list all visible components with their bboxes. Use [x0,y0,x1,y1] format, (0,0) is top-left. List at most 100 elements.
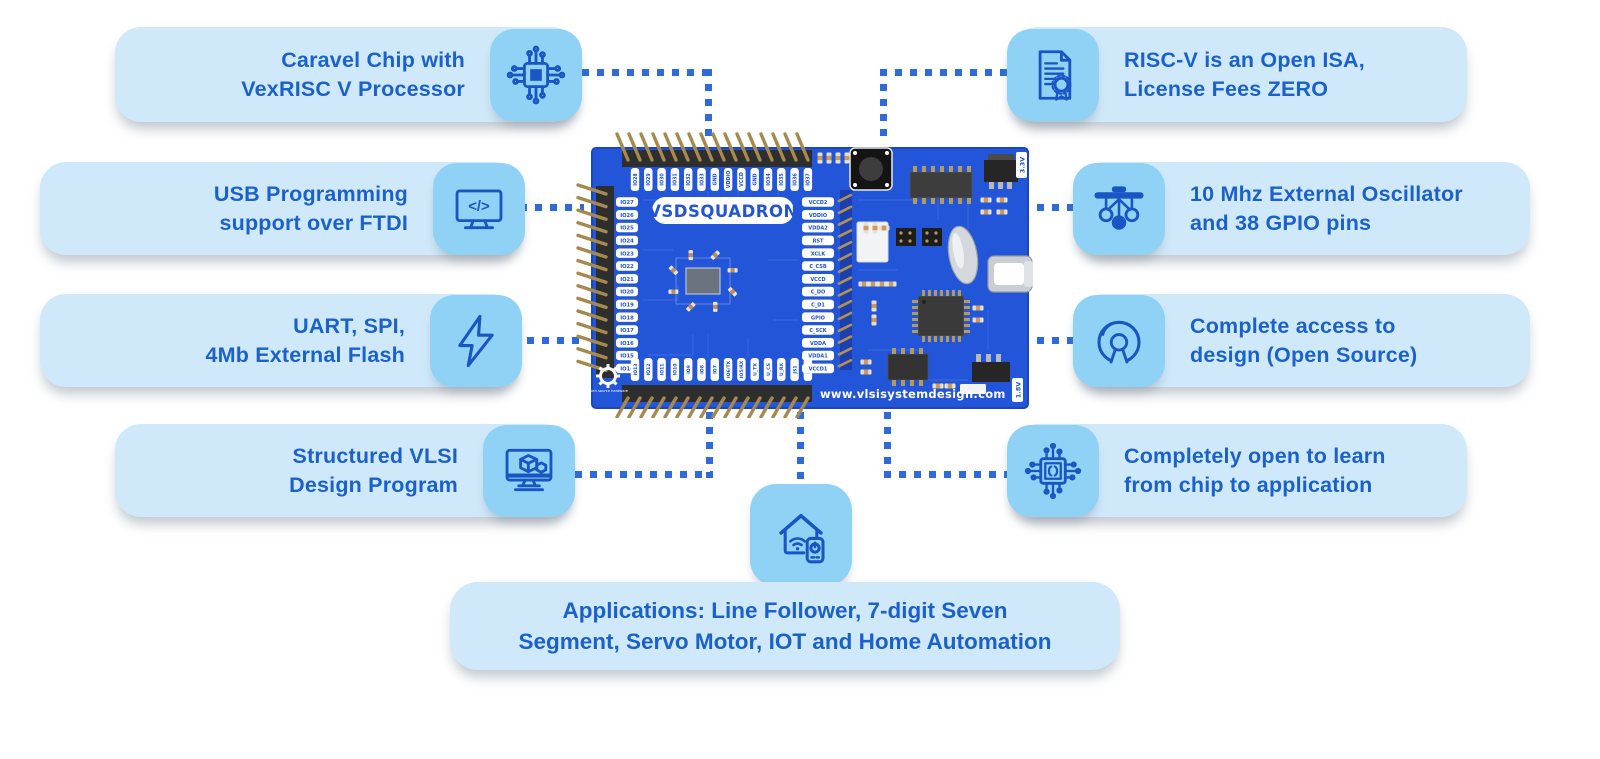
pin-pad [802,286,834,297]
micro-usb-connector [987,255,1033,293]
pin-pad [657,168,666,191]
pin-pad [777,358,786,381]
feature-text: USB Programming support over FTDI [40,180,520,237]
dotted-connector [797,412,804,484]
code-monitor-icon: </> [433,162,525,255]
pin-pad [737,358,746,381]
home-automation-icon-svg [779,513,825,564]
pin-label: IO20 [620,290,634,296]
feature-text: Caravel Chip with VexRISC V Processor [115,46,577,103]
vlsi-monitor-icon-svg [505,448,553,491]
pin-pad [790,168,799,191]
pin-pad [616,325,638,335]
pin-label: IO13 [633,363,639,375]
pin-pad [616,222,638,233]
pin-pad [802,248,834,258]
pin-pad [750,168,759,191]
chip-silkscreen [675,257,731,305]
board-website-url: www.vlsisystemdesign.com [820,387,1006,401]
pin-label: VCCD [739,172,745,187]
feature-line: UART, SPI, [293,313,405,338]
pin-label: IO10 [673,363,679,375]
pin-pad [616,261,638,271]
pin-pad [616,350,638,361]
pin-pad [802,299,834,310]
dotted-connector [1022,204,1080,211]
pin-label: IO16 [620,341,634,347]
regulator-1v8 [960,354,1010,394]
center-capacitors [668,250,738,312]
dotted-connector [582,69,712,76]
feature-bubble-caravel: Caravel Chip with VexRISC V Processor [115,27,582,122]
pin-label: C_CSB [809,264,827,270]
pin-label: IO19 [620,303,634,309]
feature-line: RISC-V is an Open ISA, [1124,47,1365,72]
pin-pad [616,235,638,246]
pin-pad [697,168,706,191]
pin-pad [723,358,733,381]
feature-line: 4Mb External Flash [205,342,405,367]
pin-label: VDDA2 [808,226,828,232]
pin-label: VCCD2 [809,200,828,206]
pin-label: IO22 [620,264,634,270]
oscillator-icon [1073,162,1165,255]
pin-label: IO21 [620,277,634,283]
pin-label: IO27 [620,200,634,206]
open-source-icon-svg [1097,320,1141,366]
pin-pad [644,358,653,381]
feature-line: support over FTDI [219,210,408,235]
pin-pad [710,168,719,191]
pin-pad [802,274,834,284]
oscillator-icon-svg [1094,185,1144,230]
feature-line: License Fees ZERO [1124,76,1329,101]
pin-pad [616,286,638,297]
chip-brain-icon [1007,424,1099,517]
dotted-connector [575,471,713,478]
pin-pad [710,358,719,381]
soic14-chip [909,166,973,204]
regulator-3v3 [984,154,1018,189]
pin-label: GPIO [811,315,825,321]
lightning-icon-svg [458,314,494,367]
pin-label: JS1 [792,365,798,374]
pin-label: IO32 [686,173,692,186]
feature-text: Complete access to design (Open Source) [1078,312,1530,369]
pin-pad [657,358,666,381]
pin-pad [697,358,706,381]
pin-label: IO5/RX [739,360,745,378]
chip-icon-svg [506,45,566,104]
pin-label: IO37 [806,173,812,186]
caravel-chip [685,267,721,295]
open-source-icon [1073,294,1165,387]
pin-label: XCLK [811,251,827,257]
pin-pad [630,358,640,381]
pin-label: GND [753,174,759,186]
pin-label: IO6/TX [726,360,732,378]
pin-label: GND [713,174,719,186]
left-pin-pads: IO27IO26IO25IO24IO23IO22IO21IO20IO19IO18… [616,197,638,374]
voltage-label-1v8: 1.8V [1012,378,1023,402]
header-pins [576,132,853,418]
dotted-connector [880,69,1012,76]
feature-bubble-open-learning: Completely open to learn from chip to ap… [1007,424,1467,517]
pin-label: VCCD1 [809,367,828,373]
home-automation-icon [750,484,852,586]
pin-label: U_CS [766,363,772,376]
dotted-connector [1022,337,1080,344]
pin-pad [616,338,638,348]
bottom-pin-header [622,385,812,402]
pin-label: VDDA1 [808,354,828,360]
pin-pad [616,210,638,220]
chip-brain-icon-svg [1024,442,1082,499]
feature-text: Completely open to learn from chip to ap… [1012,442,1467,499]
feature-line: VexRISC V Processor [241,76,465,101]
flash-chip [887,348,929,386]
middle-pin-pads: VCCD2VDDIOVDDA2RSTXCLKC_CSBVCCDC_DOC_D1G… [802,197,834,374]
pin-label: IO17 [620,328,634,334]
pin-label: IO30 [659,173,665,186]
pin-label: VDDIO [726,171,732,189]
pin-pad [802,325,834,335]
feature-text: UART, SPI, 4Mb External Flash [40,312,517,369]
pin-label: IO33 [699,173,705,186]
